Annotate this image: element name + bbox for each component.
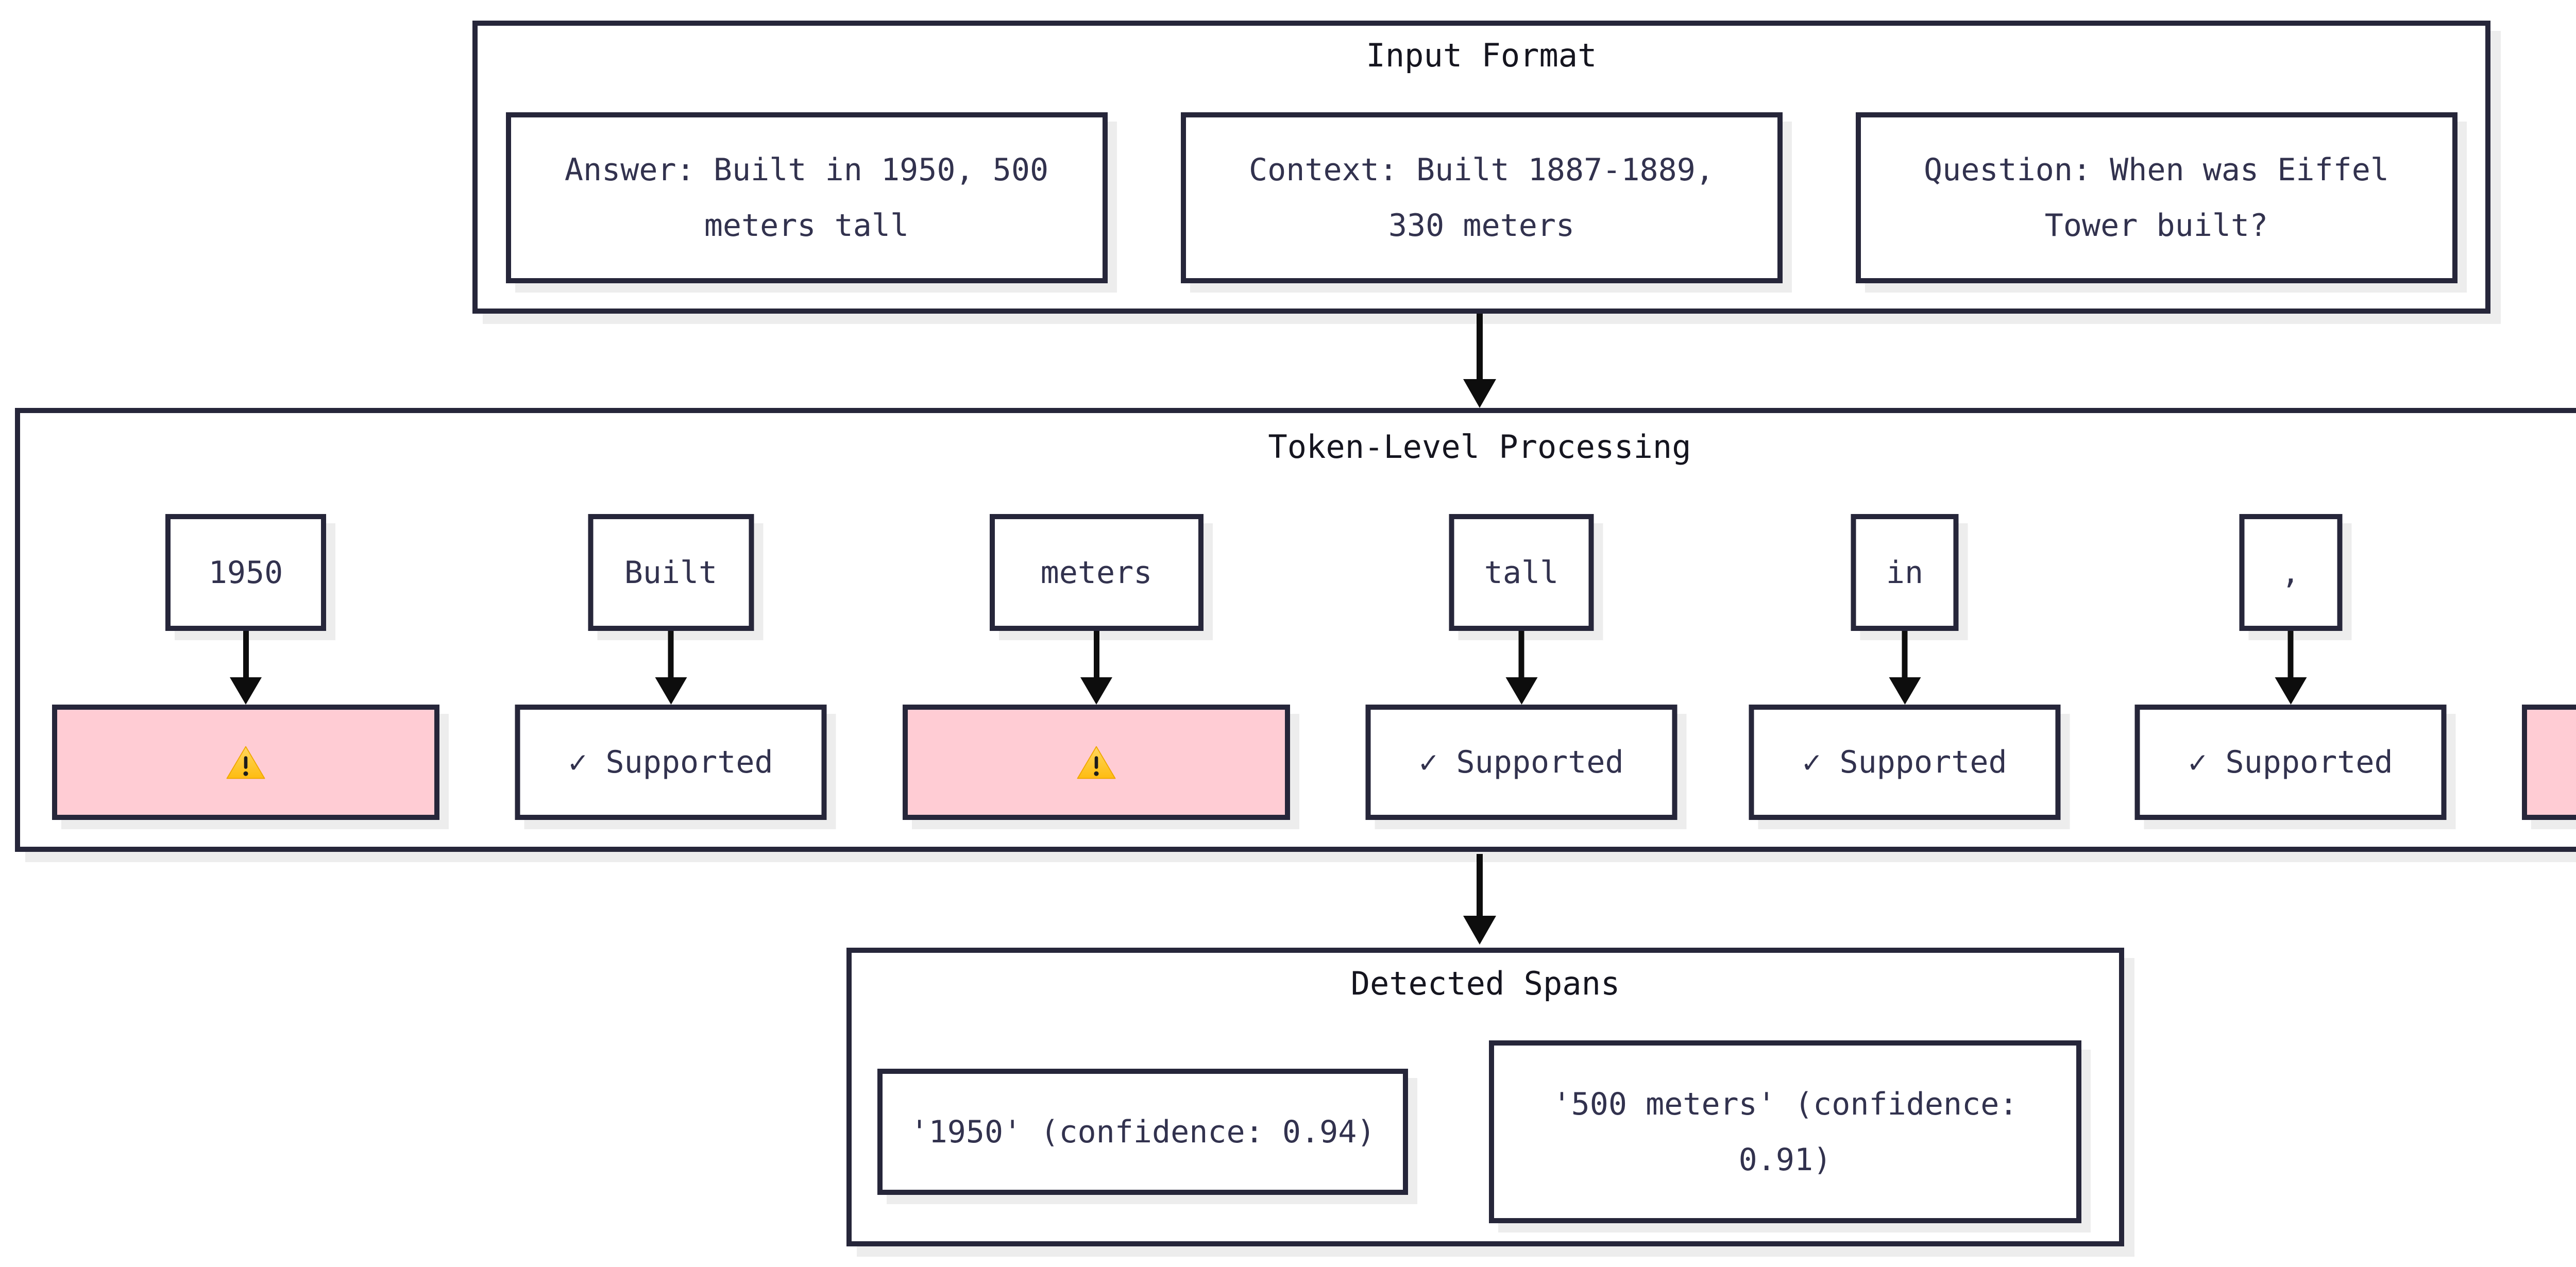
answer-text-line1: Answer: Built in 1950, 500 bbox=[564, 152, 1049, 188]
token-column-meters: meters bbox=[903, 514, 1290, 820]
warning-icon bbox=[226, 746, 265, 779]
arrow-stem bbox=[1093, 631, 1099, 677]
question-box: Question: When was Eiffel Tower built? bbox=[1855, 112, 2458, 283]
arrow-stem bbox=[2287, 631, 2294, 677]
token-column-comma: , ✓ Supported bbox=[2134, 514, 2447, 820]
token-processing-section: Token-Level Processing 1950 Built ✓ Supp… bbox=[15, 408, 2576, 852]
detected-span-text-line2: 0.91) bbox=[1738, 1141, 1832, 1178]
arrow-head-icon bbox=[230, 677, 262, 705]
arrow-stem bbox=[1902, 631, 1908, 677]
arrow-head-icon bbox=[2275, 677, 2307, 705]
token-box: , bbox=[2239, 514, 2342, 631]
detected-span-1950-box: '1950' (confidence: 0.94) bbox=[877, 1069, 1408, 1195]
input-format-section: Input Format Answer: Built in 1950, 500 … bbox=[472, 21, 2490, 314]
warning-icon bbox=[1077, 746, 1116, 779]
context-box: Context: Built 1887-1889, 330 meters bbox=[1180, 112, 1783, 283]
arrow-head-icon bbox=[1463, 916, 1496, 945]
detected-spans-section: Detected Spans '1950' (confidence: 0.94)… bbox=[846, 948, 2124, 1246]
input-format-title: Input Format bbox=[1366, 37, 1597, 74]
supported-result-box: ✓ Supported bbox=[1749, 705, 2061, 820]
arrow-stem bbox=[1477, 854, 1483, 916]
arrow-head-icon bbox=[1080, 677, 1112, 705]
context-text-line2: 330 meters bbox=[1388, 208, 1575, 244]
token-column-500: 500 bbox=[2522, 514, 2576, 820]
token-arrow bbox=[655, 631, 687, 705]
token-arrow bbox=[230, 631, 262, 705]
input-format-row: Answer: Built in 1950, 500 meters tall C… bbox=[478, 112, 2485, 283]
arrow-head-icon bbox=[655, 677, 687, 705]
token-processing-title: Token-Level Processing bbox=[1268, 428, 1691, 466]
context-text-line1: Context: Built 1887-1889, bbox=[1248, 152, 1715, 188]
arrow-stem bbox=[1477, 314, 1483, 379]
question-text-line1: Question: When was Eiffel bbox=[1923, 152, 2389, 188]
hallucination-result-box bbox=[903, 705, 1290, 820]
arrow-head-icon bbox=[1463, 379, 1496, 408]
detected-span-text: '1950' (confidence: 0.94) bbox=[910, 1114, 1376, 1150]
token-arrow bbox=[1889, 631, 1921, 705]
arrow-head-icon bbox=[1889, 677, 1921, 705]
question-text-line2: Tower built? bbox=[2044, 208, 2268, 244]
token-box: Built bbox=[588, 514, 754, 631]
token-box: meters bbox=[989, 514, 1204, 631]
supported-result-box: ✓ Supported bbox=[515, 705, 827, 820]
supported-result-box: ✓ Supported bbox=[1365, 705, 1677, 820]
token-column-built: Built ✓ Supported bbox=[515, 514, 827, 820]
token-box: 1950 bbox=[165, 514, 326, 631]
token-arrow bbox=[2275, 631, 2307, 705]
token-column-tall: tall ✓ Supported bbox=[1365, 514, 1677, 820]
answer-text-line2: meters tall bbox=[704, 208, 909, 244]
token-arrow bbox=[1505, 631, 1537, 705]
token-box: tall bbox=[1449, 514, 1594, 631]
arrow-input-to-tokens bbox=[1463, 314, 1496, 408]
arrow-stem bbox=[243, 631, 249, 677]
arrow-stem bbox=[1518, 631, 1524, 677]
detected-span-text-line1: '500 meters' (confidence: bbox=[1552, 1086, 2018, 1122]
arrow-head-icon bbox=[1505, 677, 1537, 705]
supported-result-box: ✓ Supported bbox=[2134, 705, 2447, 820]
detected-spans-title: Detected Spans bbox=[1350, 965, 1620, 1002]
hallucination-result-box bbox=[52, 705, 439, 820]
arrow-stem bbox=[668, 631, 674, 677]
token-column-in: in ✓ Supported bbox=[1749, 514, 2061, 820]
token-box: in bbox=[1851, 514, 1959, 631]
arrow-tokens-to-spans bbox=[1463, 854, 1496, 945]
hallucination-result-box bbox=[2522, 705, 2576, 820]
detected-span-500-meters-box: '500 meters' (confidence: 0.91) bbox=[1489, 1040, 2081, 1223]
token-arrow bbox=[1080, 631, 1112, 705]
answer-box: Answer: Built in 1950, 500 meters tall bbox=[505, 112, 1108, 283]
token-column-1950: 1950 bbox=[52, 514, 439, 820]
